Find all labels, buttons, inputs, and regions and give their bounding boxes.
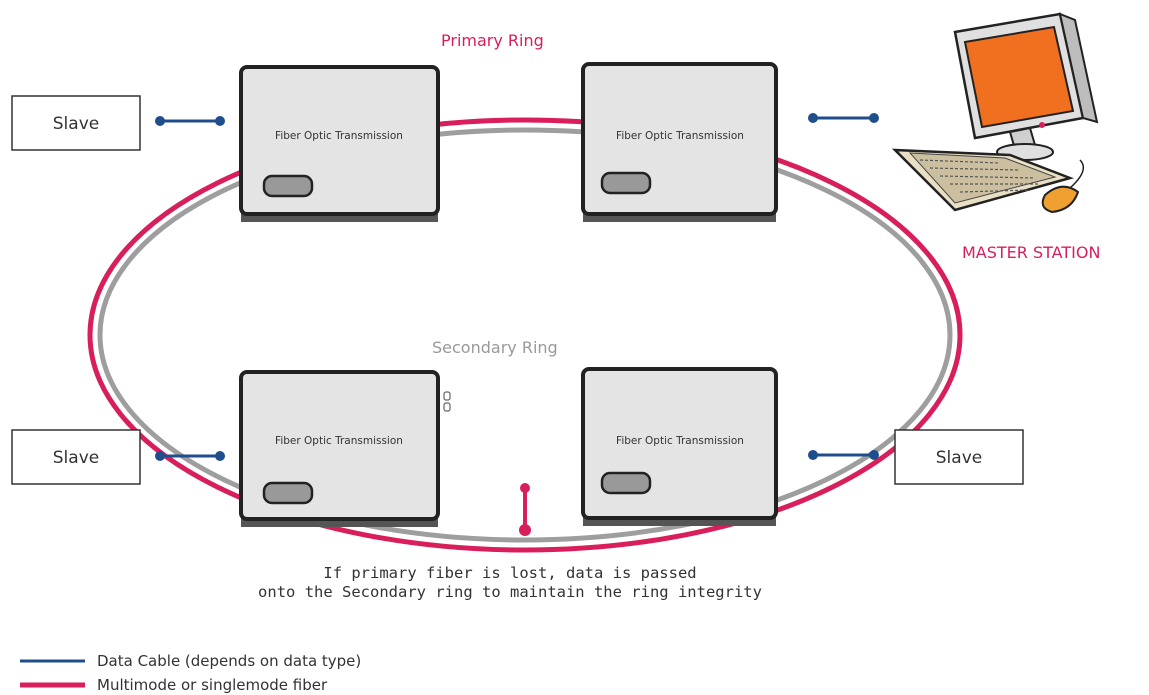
fault-note-line2: onto the Secondary ring to maintain the … (258, 583, 762, 601)
fiber-unit-bottom-left: Fiber Optic Transmission (239, 370, 440, 527)
fiber-unit-bottom-right: Fiber Optic Transmission (581, 367, 778, 526)
data-cable-top-left (155, 116, 225, 126)
slave-bottom-left: Slave (11, 429, 141, 485)
secondary-ring-label: Secondary Ring (432, 338, 558, 357)
unit-label: Fiber Optic Transmission (275, 435, 403, 447)
primary-ring (87, 117, 963, 553)
connector-marks (443, 391, 451, 412)
master-station-computer-icon (891, 12, 1099, 214)
slave-top-left: Slave (11, 95, 141, 151)
legend: Data Cable (depends on data type) Multim… (20, 652, 361, 694)
fiber-unit-top-right: Fiber Optic Transmission (581, 62, 778, 222)
fault-note-line1: If primary fiber is lost, data is passed (323, 564, 696, 582)
legend-item-fiber: Multimode or singlemode fiber (20, 676, 328, 694)
legend-label: Data Cable (depends on data type) (97, 652, 361, 670)
unit-label: Fiber Optic Transmission (616, 130, 744, 142)
fiber-unit-top-left: Fiber Optic Transmission (239, 65, 440, 222)
master-station-label: MASTER STATION (962, 243, 1100, 262)
slave-bottom-right: Slave (894, 429, 1024, 485)
unit-port-icon (262, 481, 314, 505)
data-cable-bottom-left (155, 451, 225, 461)
fault-indicator (519, 483, 531, 536)
unit-label: Fiber Optic Transmission (275, 130, 403, 142)
legend-item-data-cable: Data Cable (depends on data type) (20, 652, 361, 670)
unit-port-icon (600, 171, 652, 195)
slave-label: Slave (936, 448, 982, 468)
primary-ring-label: Primary Ring (441, 31, 544, 50)
data-cable-top-right (808, 113, 879, 123)
legend-label: Multimode or singlemode fiber (97, 676, 328, 694)
secondary-ring (97, 127, 953, 543)
slave-label: Slave (53, 448, 99, 468)
slave-label: Slave (53, 114, 99, 134)
data-cable-bottom-right (808, 450, 879, 460)
unit-port-icon (600, 471, 652, 495)
unit-port-icon (262, 174, 314, 198)
unit-label: Fiber Optic Transmission (616, 435, 744, 447)
